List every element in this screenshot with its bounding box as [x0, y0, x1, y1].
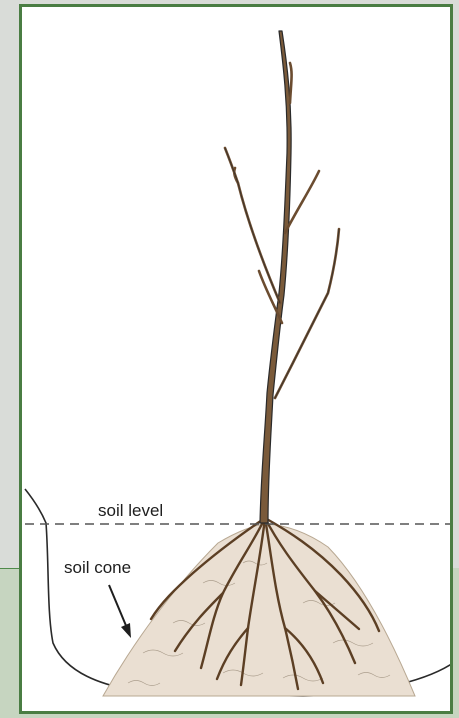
tree-branches [225, 63, 339, 398]
soil-cone-arrow [109, 585, 131, 638]
divider-line [0, 568, 20, 569]
planting-diagram: soil level soil cone [22, 7, 453, 714]
soil-level-label: soil level [98, 501, 163, 520]
tree-trunk [260, 31, 291, 523]
illustration-frame: soil level soil cone [19, 4, 453, 714]
soil-cone-label: soil cone [64, 558, 131, 577]
